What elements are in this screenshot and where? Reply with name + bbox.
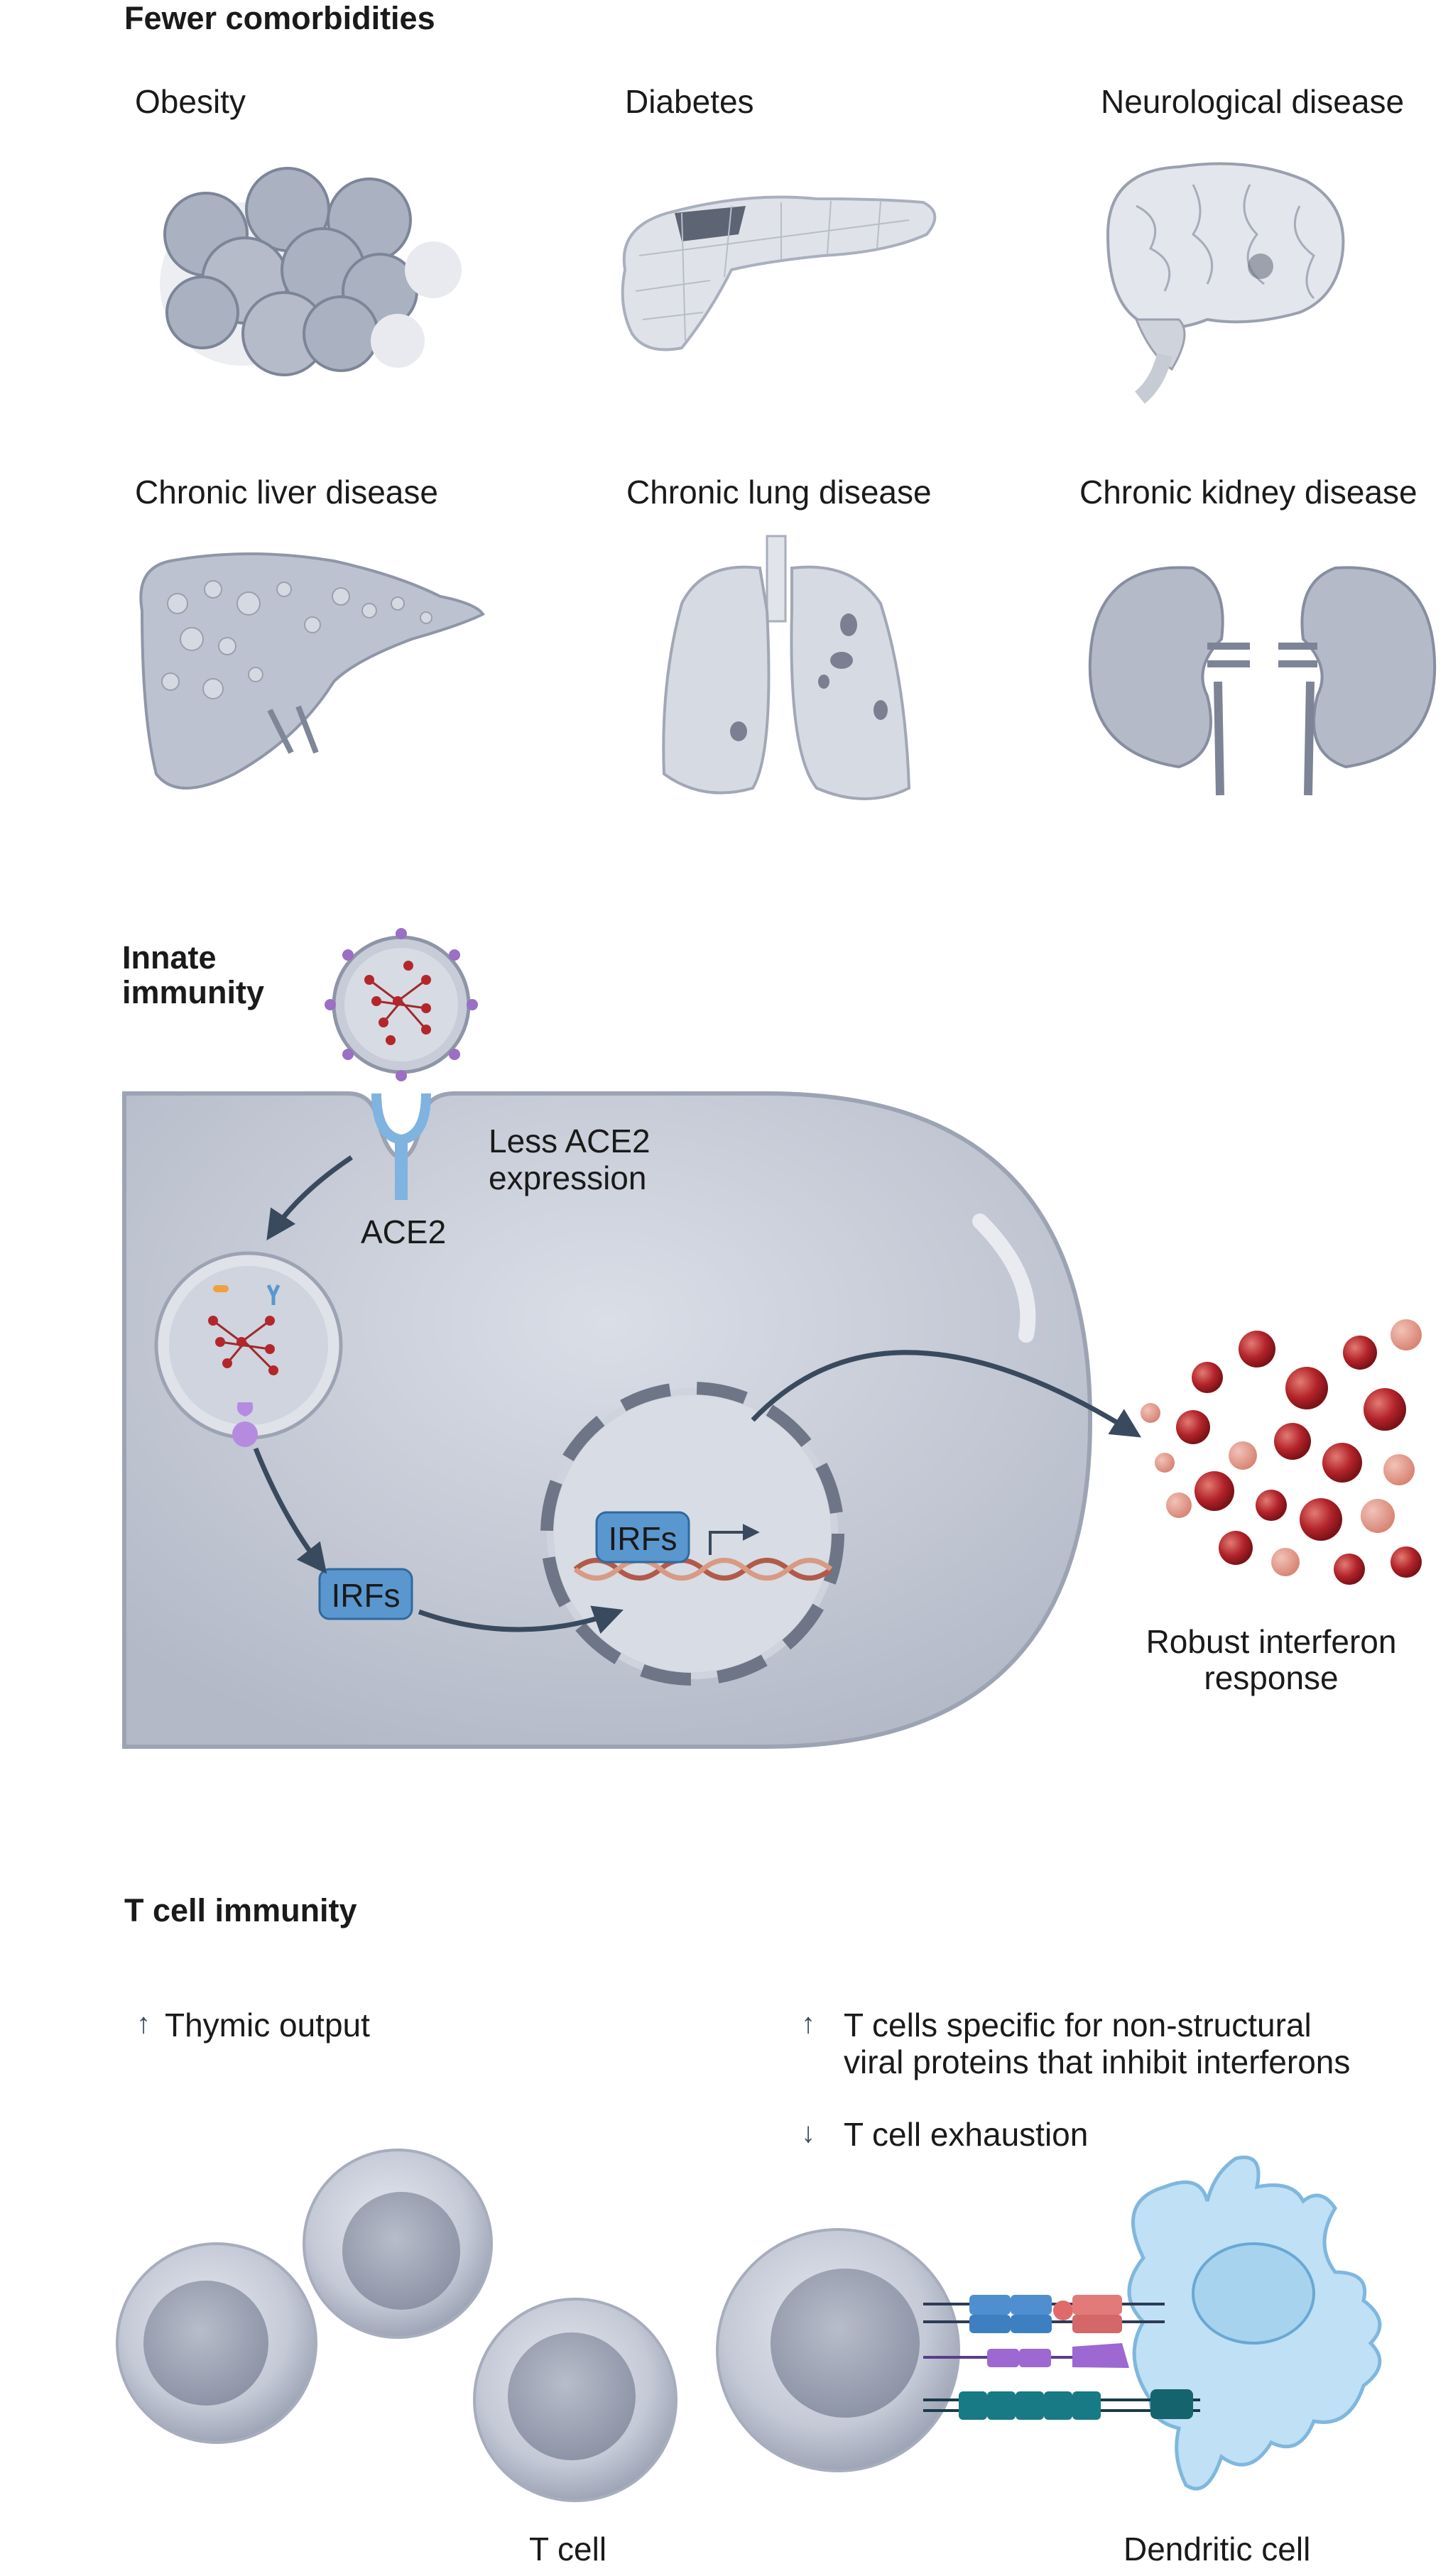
t-cell-2	[303, 2149, 493, 2339]
endosome-icon	[154, 1251, 343, 1447]
thymic-output-text: Thymic output	[165, 2007, 370, 2043]
label-neurological: Neurological disease	[1101, 83, 1405, 120]
pancreas-icon	[621, 195, 937, 351]
label-kidney: Chronic kidney disease	[1079, 474, 1417, 511]
ace2-note-line2: expression	[489, 1159, 647, 1196]
virus-icon	[325, 928, 478, 1081]
t-cell-1	[116, 2242, 317, 2444]
irf-cytoplasm-label: IRFs	[331, 1577, 401, 1614]
synapse-molecules	[923, 2295, 1200, 2420]
innate-title-line2: immunity	[122, 974, 265, 1010]
up-arrow-icon: ↑	[136, 2008, 151, 2039]
nucleus-icon	[540, 1382, 844, 1686]
liver-icon	[139, 552, 485, 790]
specific-tcells-line2: viral proteins that inhibit interferons	[844, 2043, 1351, 2080]
label-obesity: Obesity	[135, 83, 246, 120]
interferon-line2: response	[1204, 1659, 1339, 1696]
t-cell-label: T cell	[529, 2531, 607, 2567]
exhaustion-text: T cell exhaustion	[844, 2116, 1089, 2153]
label-lung: Chronic lung disease	[626, 474, 932, 511]
dendritic-nucleus	[1192, 2242, 1315, 2345]
dna-icon	[573, 1524, 833, 1581]
cell-highlight	[972, 1213, 1036, 1343]
innate-title-line1: Innate	[122, 939, 217, 976]
down-arrow-icon: ↓	[801, 2117, 815, 2149]
lungs-icon	[662, 535, 911, 800]
irf-cytoplasm-box	[318, 1568, 413, 1620]
interferon-line1: Robust interferon	[1145, 1623, 1397, 1660]
ace2-receptor-icon	[371, 1093, 431, 1200]
dendritic-cell-label: Dendritic cell	[1123, 2531, 1311, 2567]
brain-icon	[1106, 162, 1345, 404]
ace2-note-line1: Less ACE2	[489, 1123, 651, 1159]
fat-cells-icon	[160, 167, 462, 376]
specific-tcells-line1: T cells specific for non-structural	[844, 2007, 1312, 2043]
comorbidities-title: Fewer comorbidities	[124, 0, 435, 36]
label-diabetes: Diabetes	[625, 83, 754, 120]
kidneys-icon	[1088, 566, 1437, 796]
irf-nucleus-box	[595, 1511, 690, 1563]
tcell-title: T cell immunity	[124, 1892, 357, 1928]
label-liver: Chronic liver disease	[135, 474, 438, 511]
up-arrow-icon: ↑	[801, 2008, 815, 2039]
pathway-arrows	[253, 1155, 1142, 1634]
ace2-label: ACE2	[361, 1213, 447, 1250]
interferon-cluster	[1141, 1319, 1422, 1585]
t-cell-3	[473, 2298, 677, 2502]
t-cell-synapse	[716, 2228, 960, 2472]
irf-nucleus-label: IRFs	[608, 1520, 677, 1557]
